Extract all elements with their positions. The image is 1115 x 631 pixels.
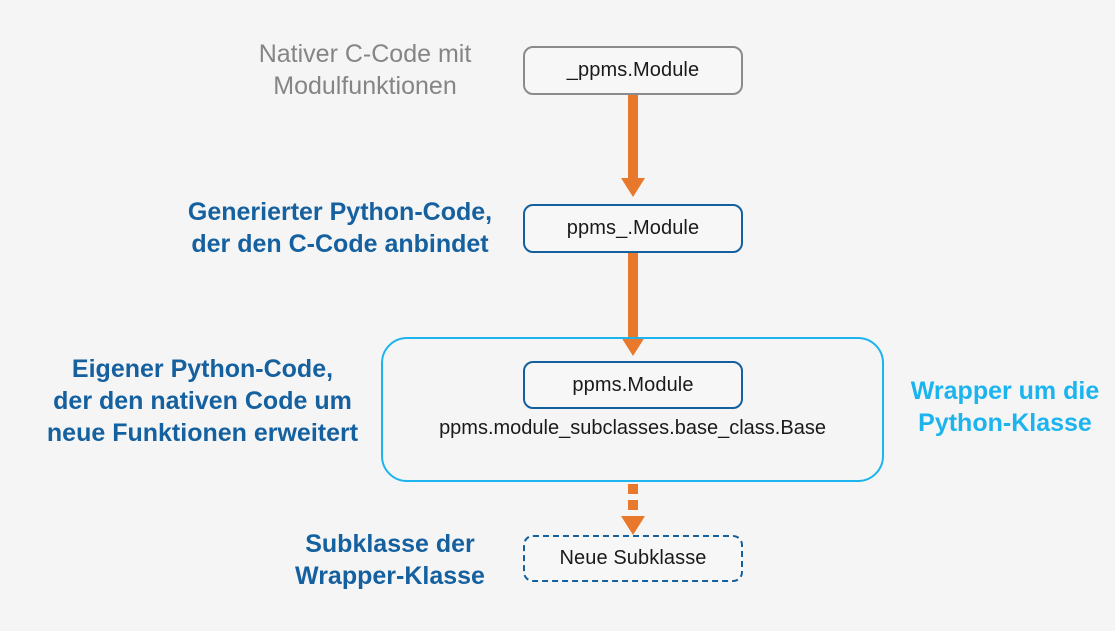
arrow-shaft-native-to-generated — [628, 95, 638, 178]
arrow-shaft-generated-to-wrapper — [628, 253, 638, 337]
node-generated-module[interactable]: ppms_.Module — [523, 204, 743, 253]
node-native-module-label: _ppms.Module — [566, 59, 700, 81]
label-own-python-code: Eigener Python-Code, der den nativen Cod… — [46, 355, 359, 447]
label-generated-python-code: Generierter Python-Code, der den C-Code … — [187, 198, 493, 258]
label-subclass-of-wrapper: Subklasse der Wrapper-Klasse — [295, 530, 485, 590]
node-base-class-label: ppms.module_subclasses.base_class.Base — [439, 417, 826, 439]
label-native-c-code: Nativer C-Code mit Modulfunktionen — [258, 40, 472, 100]
node-wrapper-module-label: ppms.Module — [572, 373, 694, 396]
arrow-head-wrapper-to-subclass — [621, 516, 645, 535]
arrow-dash-segment-2 — [628, 500, 638, 510]
node-new-subclass[interactable]: Neue Subklasse — [523, 535, 743, 582]
label-wrapper-around-python-class: Wrapper um die Python-Klasse — [910, 377, 1100, 437]
node-wrapper-module[interactable]: ppms.Module — [523, 361, 743, 409]
node-generated-module-label: ppms_.Module — [566, 217, 700, 239]
node-native-module[interactable]: _ppms.Module — [523, 46, 743, 95]
arrow-head-native-to-generated — [621, 178, 645, 197]
arrow-dash-segment-1 — [628, 484, 638, 494]
node-new-subclass-label: Neue Subklasse — [559, 547, 707, 569]
wrapper-container: ppms.module_subclasses.base_class.Base — [381, 337, 884, 482]
arrow-head-generated-to-wrapper — [621, 337, 645, 356]
